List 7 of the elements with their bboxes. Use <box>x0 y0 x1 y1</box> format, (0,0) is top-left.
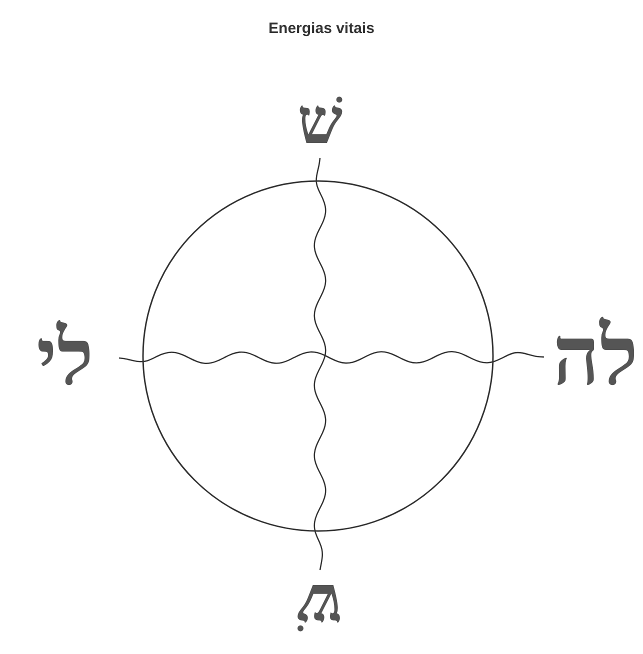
title: Energias vitais <box>268 20 376 37</box>
wavy-line <box>314 158 326 570</box>
hebrew-letters: שׁ <box>297 574 343 638</box>
wavy-line <box>118 350 544 364</box>
hebrew-letters: לה <box>552 316 638 398</box>
hebrew-letters: לי <box>36 319 94 397</box>
hebrew-letters: שׁ <box>297 90 343 154</box>
